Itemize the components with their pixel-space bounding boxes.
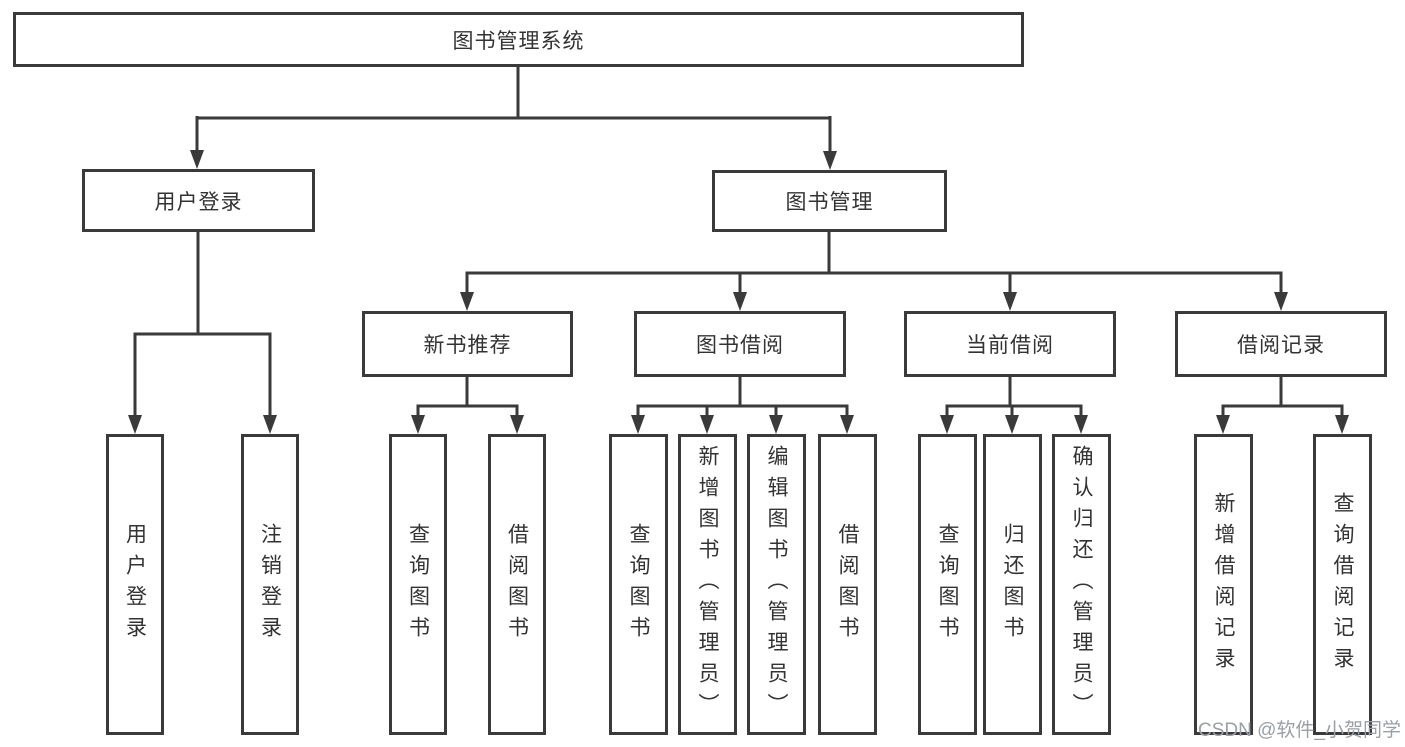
leaf-borrow-query: 查询图书: [609, 434, 668, 735]
arrow-head: [411, 415, 425, 434]
leaf-borrow-add: 新增图书（管理员）: [678, 434, 737, 735]
leaf-records-query: 查询借阅记录: [1313, 434, 1372, 735]
arrow-head: [733, 292, 747, 311]
leaf-current-return: 归还图书: [983, 434, 1042, 735]
leaf-newbooks-borrow: 借阅图书: [488, 434, 546, 735]
node-user-login: 用户登录: [82, 169, 315, 232]
arrow-head: [631, 415, 645, 434]
leaf-borrow-edit: 编辑图书（管理员）: [747, 434, 806, 735]
leaf-current-return-label: 归还图书: [1001, 522, 1024, 647]
leaf-newbooks-query-label: 查询图书: [406, 522, 430, 647]
node-book-mgmt-label: 图书管理: [785, 191, 874, 214]
arrow-head: [1274, 292, 1288, 311]
node-book-mgmt: 图书管理: [712, 170, 947, 232]
arrow-head: [840, 415, 854, 434]
leaf-current-confirm-label: 确认归还（管理员）: [1070, 445, 1093, 724]
node-new-books-label: 新书推荐: [423, 334, 512, 357]
node-book-borrow-label: 图书借阅: [696, 334, 784, 357]
node-new-books: 新书推荐: [362, 311, 573, 377]
leaf-current-query: 查询图书: [918, 434, 977, 735]
node-current-borrow-label: 当前借阅: [966, 334, 1054, 357]
leaf-logout-label: 注销登录: [258, 522, 282, 647]
leaf-user-login-label: 用户登录: [123, 522, 147, 647]
node-book-borrow: 图书借阅: [634, 311, 846, 377]
leaf-borrow-query-label: 查询图书: [627, 522, 650, 647]
leaf-current-query-label: 查询图书: [936, 522, 959, 647]
node-user-login-label: 用户登录: [154, 190, 243, 214]
arrow-head: [823, 151, 837, 170]
leaf-logout: 注销登录: [241, 434, 299, 735]
node-root-label: 图书管理系统: [452, 29, 585, 53]
leaf-records-query-label: 查询借阅记录: [1331, 491, 1354, 678]
csdn-watermark: CSDN @软件_小贺同学: [1198, 720, 1401, 741]
arrow-head: [190, 150, 204, 169]
arrow-head: [1335, 415, 1349, 434]
leaf-borrow-borrow: 借阅图书: [818, 434, 877, 735]
arrow-head: [510, 415, 524, 434]
arrow-head: [700, 415, 714, 434]
leaf-records-add-label: 新增借阅记录: [1212, 491, 1235, 678]
node-current-borrow: 当前借阅: [904, 311, 1116, 377]
arrow-head: [263, 415, 277, 434]
leaf-current-confirm: 确认归还（管理员）: [1052, 434, 1111, 735]
arrow-head: [1003, 292, 1017, 311]
arrow-head: [769, 415, 783, 434]
arrow-head: [940, 415, 954, 434]
node-borrow-records-label: 借阅记录: [1237, 334, 1325, 357]
node-borrow-records: 借阅记录: [1175, 311, 1387, 377]
arrow-head: [1005, 415, 1019, 434]
arrow-head: [460, 292, 474, 311]
arrow-head: [1074, 415, 1088, 434]
leaf-borrow-add-label: 新增图书（管理员）: [696, 445, 719, 724]
leaf-user-login: 用户登录: [106, 434, 164, 735]
leaf-records-add: 新增借阅记录: [1194, 434, 1253, 735]
leaf-borrow-borrow-label: 借阅图书: [836, 522, 859, 647]
leaf-borrow-edit-label: 编辑图书（管理员）: [765, 445, 788, 724]
leaf-newbooks-borrow-label: 借阅图书: [505, 522, 529, 647]
arrow-head: [128, 415, 142, 434]
arrow-head: [1216, 415, 1230, 434]
node-root: 图书管理系统: [13, 12, 1024, 67]
leaf-newbooks-query: 查询图书: [389, 434, 447, 735]
